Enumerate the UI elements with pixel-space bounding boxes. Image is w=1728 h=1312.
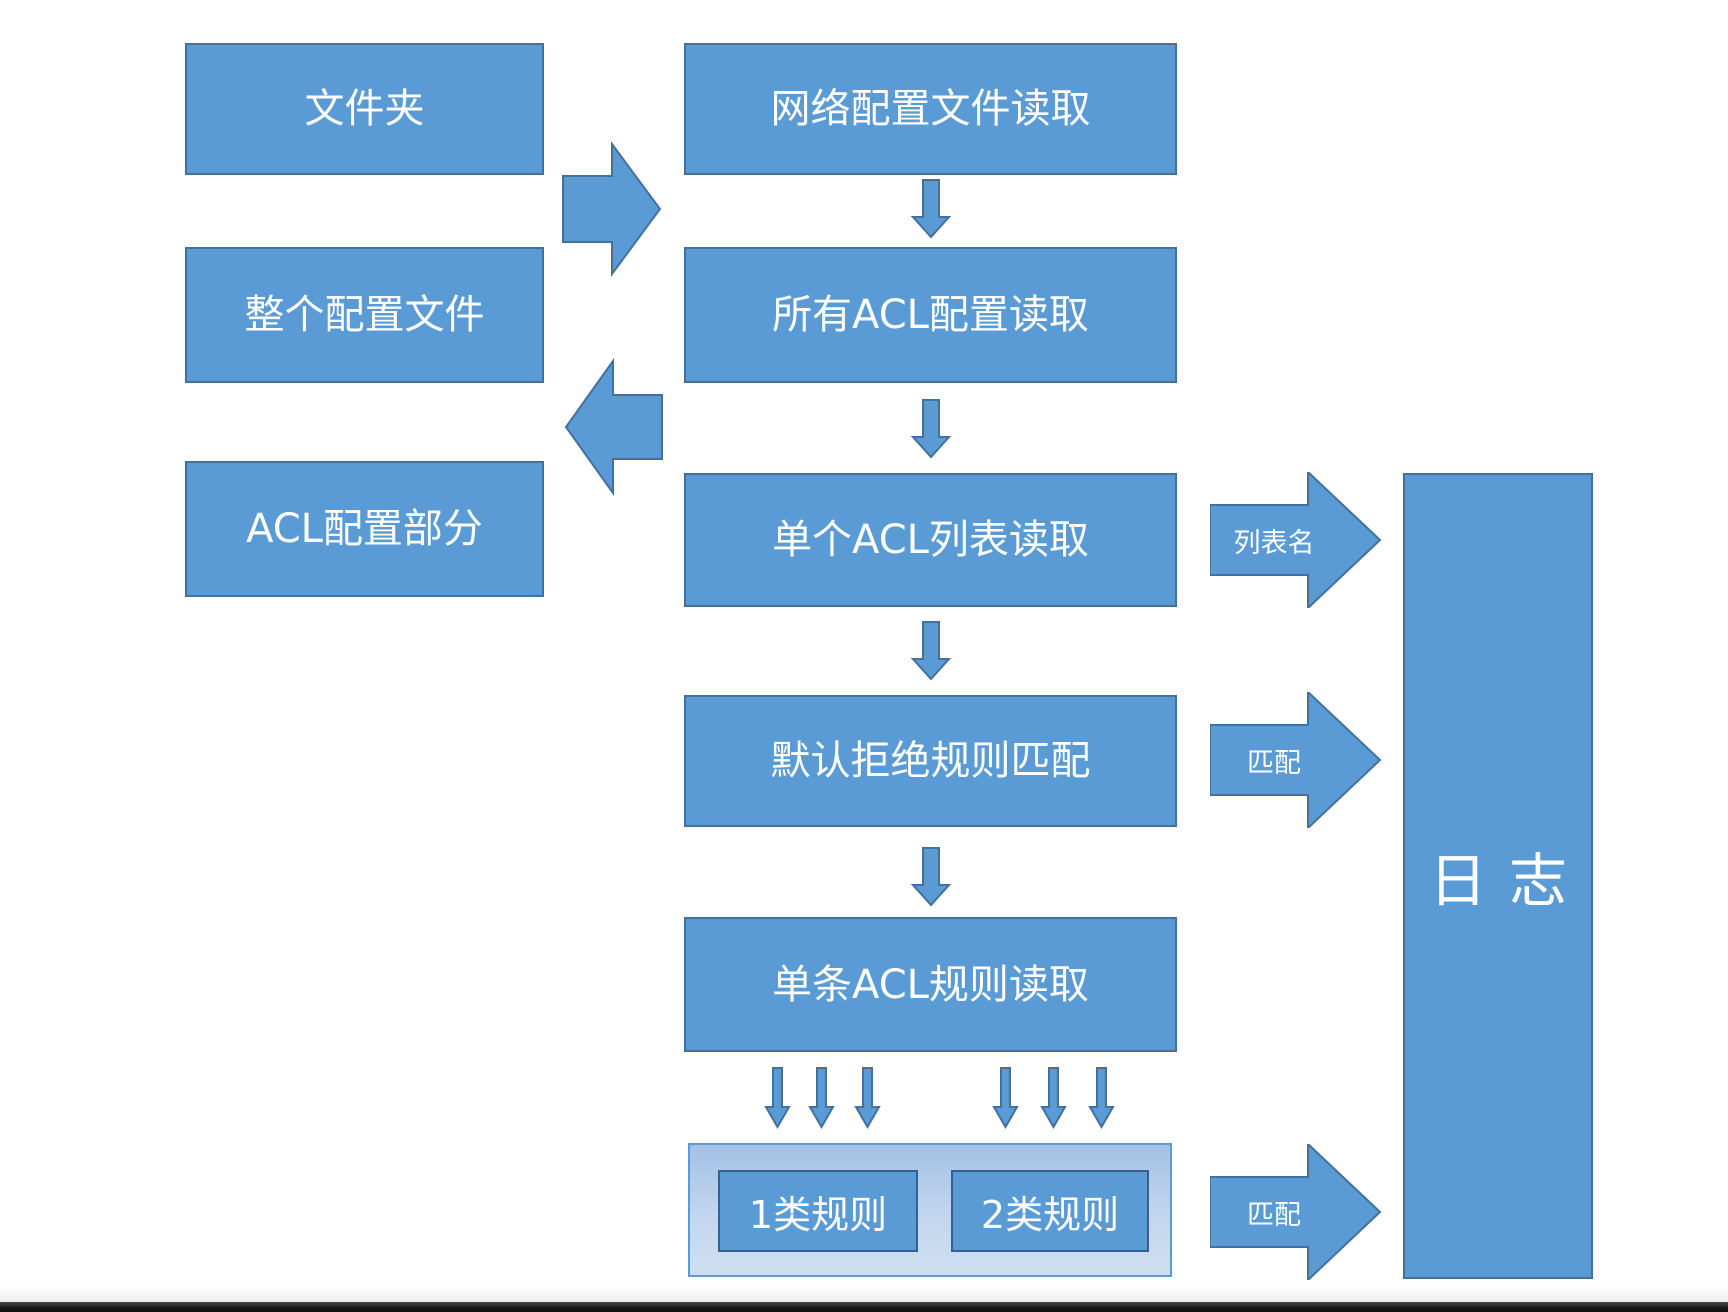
- type1-rule-label: 1类规则: [748, 1192, 888, 1237]
- right-block-arrow-icon: [1210, 472, 1382, 608]
- match-arrow-mid-label: 匹配: [1247, 747, 1301, 779]
- match-arrow-bottom-label: 匹配: [1247, 1199, 1301, 1231]
- acl-config-section-box: ACL配置部分: [185, 461, 544, 597]
- down-arrow-icon: [910, 179, 952, 239]
- down-arrow-icon: [910, 847, 952, 907]
- right-block-arrow-icon: [1210, 1144, 1382, 1280]
- down-arrow-icon: [910, 621, 952, 681]
- match-arrow-mid: 匹配: [1210, 692, 1382, 828]
- log-box: 日志: [1403, 473, 1593, 1279]
- network-config-read-box: 网络配置文件读取: [684, 43, 1177, 175]
- whole-config-file-box: 整个配置文件: [185, 247, 544, 383]
- right-transfer-arrow-icon: [562, 140, 662, 278]
- left-transfer-arrow-icon: [564, 357, 663, 497]
- type1-rule-box: 1类规则: [718, 1170, 918, 1252]
- footer-divider-bar: [0, 1302, 1728, 1312]
- small-down-arrow-icon: [764, 1067, 791, 1130]
- small-down-arrow-icon: [1088, 1067, 1115, 1130]
- all-acl-config-read-label: 所有ACL配置读取: [772, 292, 1089, 338]
- match-arrow-bottom: 匹配: [1210, 1144, 1382, 1280]
- small-down-arrow-icon: [854, 1067, 881, 1130]
- list-name-arrow: 列表名: [1210, 472, 1382, 608]
- default-deny-rule-match-label: 默认拒绝规则匹配: [770, 738, 1091, 784]
- all-acl-config-read-box: 所有ACL配置读取: [684, 247, 1177, 383]
- small-down-arrow-icon: [808, 1067, 835, 1130]
- single-acl-rule-read-label: 单条ACL规则读取: [772, 961, 1089, 1008]
- whole-config-file-label: 整个配置文件: [244, 292, 485, 338]
- log-box-label: 日志: [1428, 847, 1589, 915]
- acl-config-section-label: ACL配置部分: [246, 506, 483, 552]
- network-config-read-label: 网络配置文件读取: [770, 86, 1091, 132]
- default-deny-rule-match-box: 默认拒绝规则匹配: [684, 695, 1177, 827]
- single-acl-list-read-label: 单个ACL列表读取: [772, 517, 1089, 563]
- type2-rule-box: 2类规则: [951, 1170, 1149, 1252]
- small-down-arrow-icon: [1040, 1067, 1067, 1130]
- folder-box-label: 文件夹: [304, 86, 425, 132]
- down-arrow-icon: [910, 399, 952, 459]
- footer-shadow: [0, 1286, 1728, 1302]
- type2-rule-label: 2类规则: [980, 1192, 1120, 1237]
- single-acl-rule-read-box: 单条ACL规则读取: [684, 917, 1177, 1052]
- right-block-arrow-icon: [1210, 692, 1382, 828]
- single-acl-list-read-box: 单个ACL列表读取: [684, 473, 1177, 607]
- folder-box: 文件夹: [185, 43, 544, 175]
- small-down-arrow-icon: [992, 1067, 1019, 1130]
- list-name-arrow-label: 列表名: [1233, 527, 1315, 559]
